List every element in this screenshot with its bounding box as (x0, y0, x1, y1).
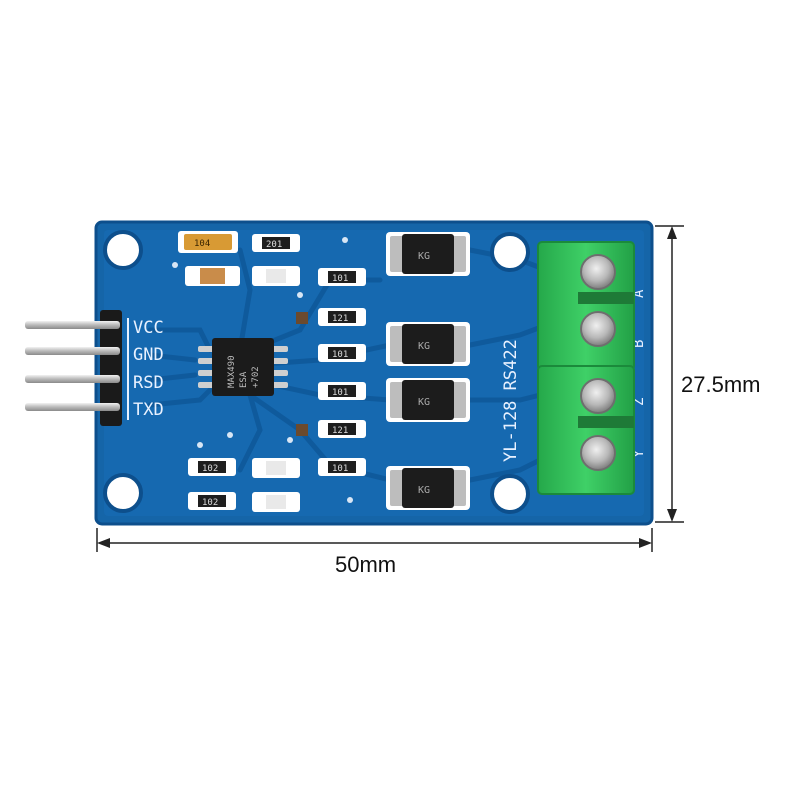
resistor-4: 101 (318, 344, 366, 362)
resistor-2-label: 101 (332, 274, 348, 284)
diodes: KG KG KG KG (386, 232, 470, 510)
mounting-hole-top-left (103, 230, 143, 270)
terminal-label-a: A (631, 289, 647, 298)
terminal-labels: A B Z Y (631, 289, 647, 458)
screw-b (580, 311, 616, 347)
mounting-hole-top-right (490, 232, 530, 272)
height-dimension (655, 225, 684, 523)
resistor-6: 121 (318, 420, 366, 438)
diode-1: KG (386, 232, 470, 276)
small-component (296, 312, 308, 324)
diode-4-label: KG (418, 485, 430, 496)
width-dimension-label: 50mm (335, 552, 397, 577)
pin-label-rsd: RSD (133, 373, 164, 393)
terminal-label-b: B (631, 340, 647, 348)
leds (252, 266, 300, 512)
screw-terminal-top (537, 241, 635, 371)
pin-label-vcc: VCC (133, 318, 164, 338)
pcb-inner (104, 230, 644, 516)
mounting-holes (103, 230, 530, 514)
pin-labels: VCC GND RSD TXD (127, 318, 164, 420)
header-pin-gnd (25, 347, 120, 355)
screw-terminal-bottom (537, 365, 635, 495)
diode-3-label: KG (418, 397, 430, 408)
resistor-3-label: 121 (332, 314, 348, 324)
tantalum-capacitor: 104 (178, 231, 238, 253)
mounting-hole-bottom-right (490, 474, 530, 514)
pin-label-gnd: GND (133, 345, 164, 365)
diode-1-label: KG (418, 251, 430, 262)
mounting-hole-bottom-left (103, 473, 143, 513)
vias (172, 237, 363, 503)
header-pin-txd (25, 403, 120, 411)
terminal-label-y: Y (631, 449, 647, 458)
resistor-7-label: 101 (332, 464, 348, 474)
resistor-9: 102 (188, 492, 236, 510)
screw-z (580, 378, 616, 414)
resistor-1: 201 (252, 234, 300, 252)
ic-text-line-1: MAX490 (227, 355, 237, 388)
resistor-8: 102 (188, 458, 236, 476)
ceramic-capacitor (185, 266, 240, 286)
screw-y (580, 435, 616, 471)
resistor-9-label: 102 (202, 498, 218, 508)
resistor-1-label: 201 (266, 240, 282, 250)
resistor-6-label: 121 (332, 426, 348, 436)
terminal-label-z: Z (631, 398, 647, 406)
diode-2: KG (386, 322, 470, 366)
pin-header (25, 310, 122, 426)
width-dimension (96, 528, 653, 552)
resistor-7: 101 (318, 458, 366, 476)
resistor-8-label: 102 (202, 464, 218, 474)
screw-a (580, 254, 616, 290)
capacitor-label: 104 (194, 239, 210, 249)
small-component (296, 424, 308, 436)
resistor-3: 121 (318, 308, 366, 326)
ic-text-line-3: +702 (251, 366, 261, 388)
diode-3: KG (386, 378, 470, 422)
height-dimension-label: 27.5mm (681, 372, 761, 397)
resistor-5: 101 (318, 382, 366, 400)
resistor-5-label: 101 (332, 388, 348, 398)
header-pin-vcc (25, 321, 120, 329)
resistor-4-label: 101 (332, 350, 348, 360)
resistor-2: 101 (318, 268, 366, 286)
header-pin-rsd (25, 375, 120, 383)
pin-label-txd: TXD (133, 400, 164, 420)
model-label: YL-128 RS422 (501, 339, 521, 462)
diode-4: KG (386, 466, 470, 510)
ic-chip: MAX490 ESA +702 (198, 338, 288, 396)
resistors: 201 101 121 101 101 121 101 102 102 (188, 234, 366, 510)
ic-text-line-2: ESA (239, 371, 249, 388)
diode-2-label: KG (418, 341, 430, 352)
